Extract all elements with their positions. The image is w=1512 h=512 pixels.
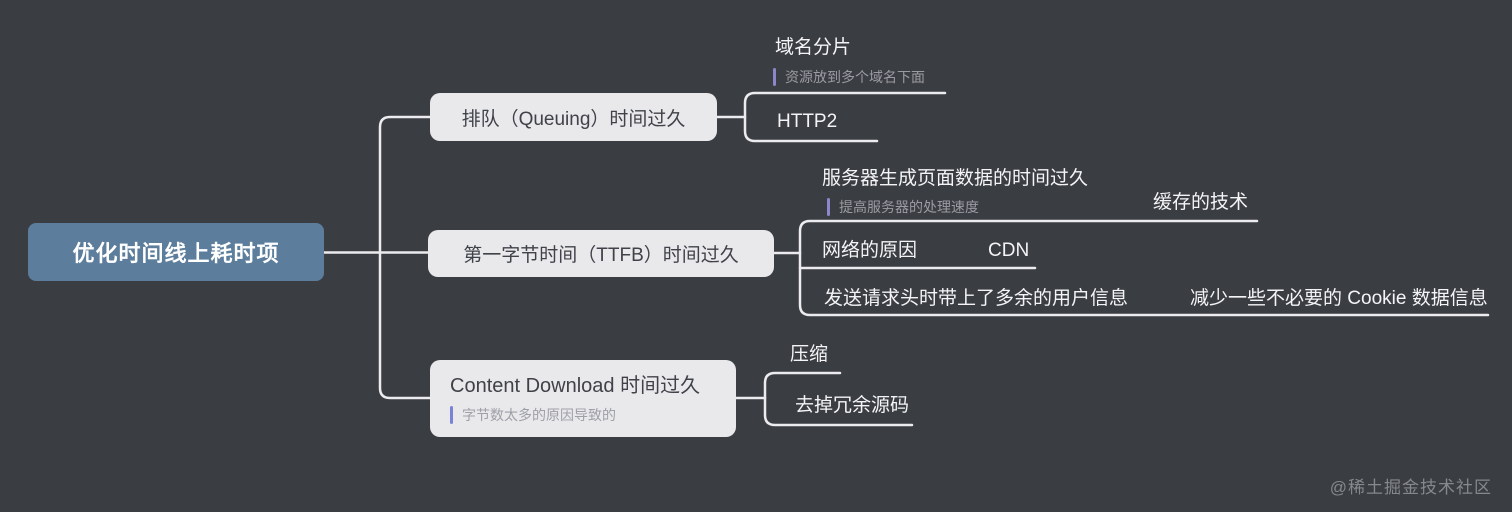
branch-node-queuing[interactable]: 排队（Queuing）时间过久	[430, 93, 717, 141]
note-bar	[450, 406, 453, 424]
root-node-label: 优化时间线上耗时项	[72, 241, 280, 266]
branch-node-ttfb-label: 第一字节时间（TTFB）时间过久	[463, 245, 739, 266]
note-text: 提高服务器的处理速度	[839, 199, 979, 215]
child-node-request-header[interactable]: 发送请求头时带上了多余的用户信息	[824, 288, 1129, 309]
watermark: @稀土掘金技术社区	[1329, 478, 1492, 497]
root-node[interactable]: 优化时间线上耗时项	[28, 223, 324, 281]
branch-node-download[interactable]: Content Download 时间过久 字节数太多的原因导致的	[430, 360, 736, 437]
note-download: 字节数太多的原因导致的	[450, 405, 716, 425]
note-text: 字节数太多的原因导致的	[462, 407, 616, 423]
child-node-network[interactable]: 网络的原因	[822, 240, 918, 261]
note-text: 资源放到多个域名下面	[785, 69, 925, 85]
subchild-node-cdn[interactable]: CDN	[988, 240, 1030, 261]
note-domain-sharding: 资源放到多个域名下面	[773, 67, 925, 87]
child-node-remove-redundant[interactable]: 去掉冗余源码	[795, 395, 910, 416]
child-node-server-gen[interactable]: 服务器生成页面数据的时间过久	[822, 168, 1089, 189]
branch-node-download-label: Content Download 时间过久	[450, 375, 701, 397]
child-node-domain-sharding[interactable]: 域名分片	[775, 37, 852, 58]
note-bar	[773, 68, 776, 86]
child-node-http2[interactable]: HTTP2	[777, 111, 838, 132]
branch-node-ttfb[interactable]: 第一字节时间（TTFB）时间过久	[428, 230, 774, 277]
child-node-compress[interactable]: 压缩	[790, 344, 829, 365]
note-bar	[827, 198, 830, 216]
branch-node-queuing-label: 排队（Queuing）时间过久	[461, 108, 686, 130]
note-server-gen: 提高服务器的处理速度	[827, 197, 979, 217]
subchild-node-cache-tech[interactable]: 缓存的技术	[1153, 192, 1249, 213]
subchild-node-cookie[interactable]: 减少一些不必要的 Cookie 数据信息	[1190, 288, 1488, 309]
